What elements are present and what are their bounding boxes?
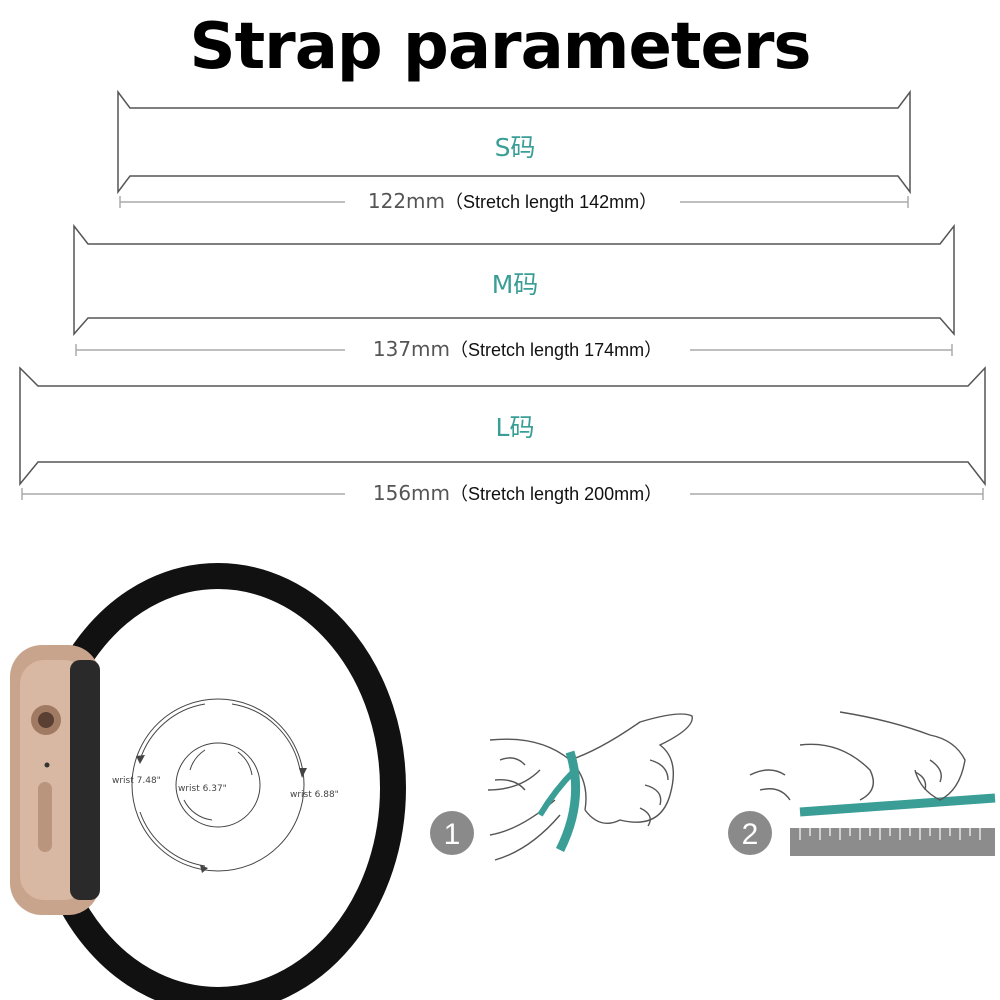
wrist-label-large: wrist 7.48" (112, 776, 161, 786)
strap-l-size-label: L码 (495, 413, 535, 442)
strap-m-outline (73, 223, 955, 336)
wrist-label-medium: wrist 6.88" (290, 790, 339, 800)
strap-diagrams (19, 89, 986, 500)
strap-s-length: 122mm (367, 189, 446, 213)
watch-illustration: wrist 7.48" wrist 6.37" wrist 6.88" (10, 563, 406, 1000)
wrist-measure-hand-illustration (430, 713, 693, 861)
strap-s-outline (117, 89, 911, 195)
strap-m-length: 137mm (372, 337, 451, 361)
strap-s-stretch: （Stretch length 142mm） (445, 192, 658, 212)
strap-l-stretch: （Stretch length 200mm） (450, 484, 663, 504)
step-1-number: 1 (444, 818, 461, 851)
strap-s-dimension: 122mm（Stretch length 142mm） (345, 188, 680, 214)
strap-l-dimension: 156mm（Stretch length 200mm） (345, 480, 690, 506)
strap-l-outline (19, 366, 986, 487)
strap-s-size-label: S码 (494, 133, 536, 162)
strap-m-stretch: （Stretch length 174mm） (450, 340, 663, 360)
step-2-number: 2 (742, 818, 759, 851)
page-title: Strap parameters (189, 10, 811, 84)
strap-m-dimension: 137mm（Stretch length 174mm） (345, 336, 690, 362)
strap-m-size-label: M码 (491, 270, 539, 299)
ruler-hand-illustration (728, 711, 996, 856)
strap-l-length: 156mm (372, 481, 451, 505)
wrist-label-small: wrist 6.37" (178, 784, 227, 794)
